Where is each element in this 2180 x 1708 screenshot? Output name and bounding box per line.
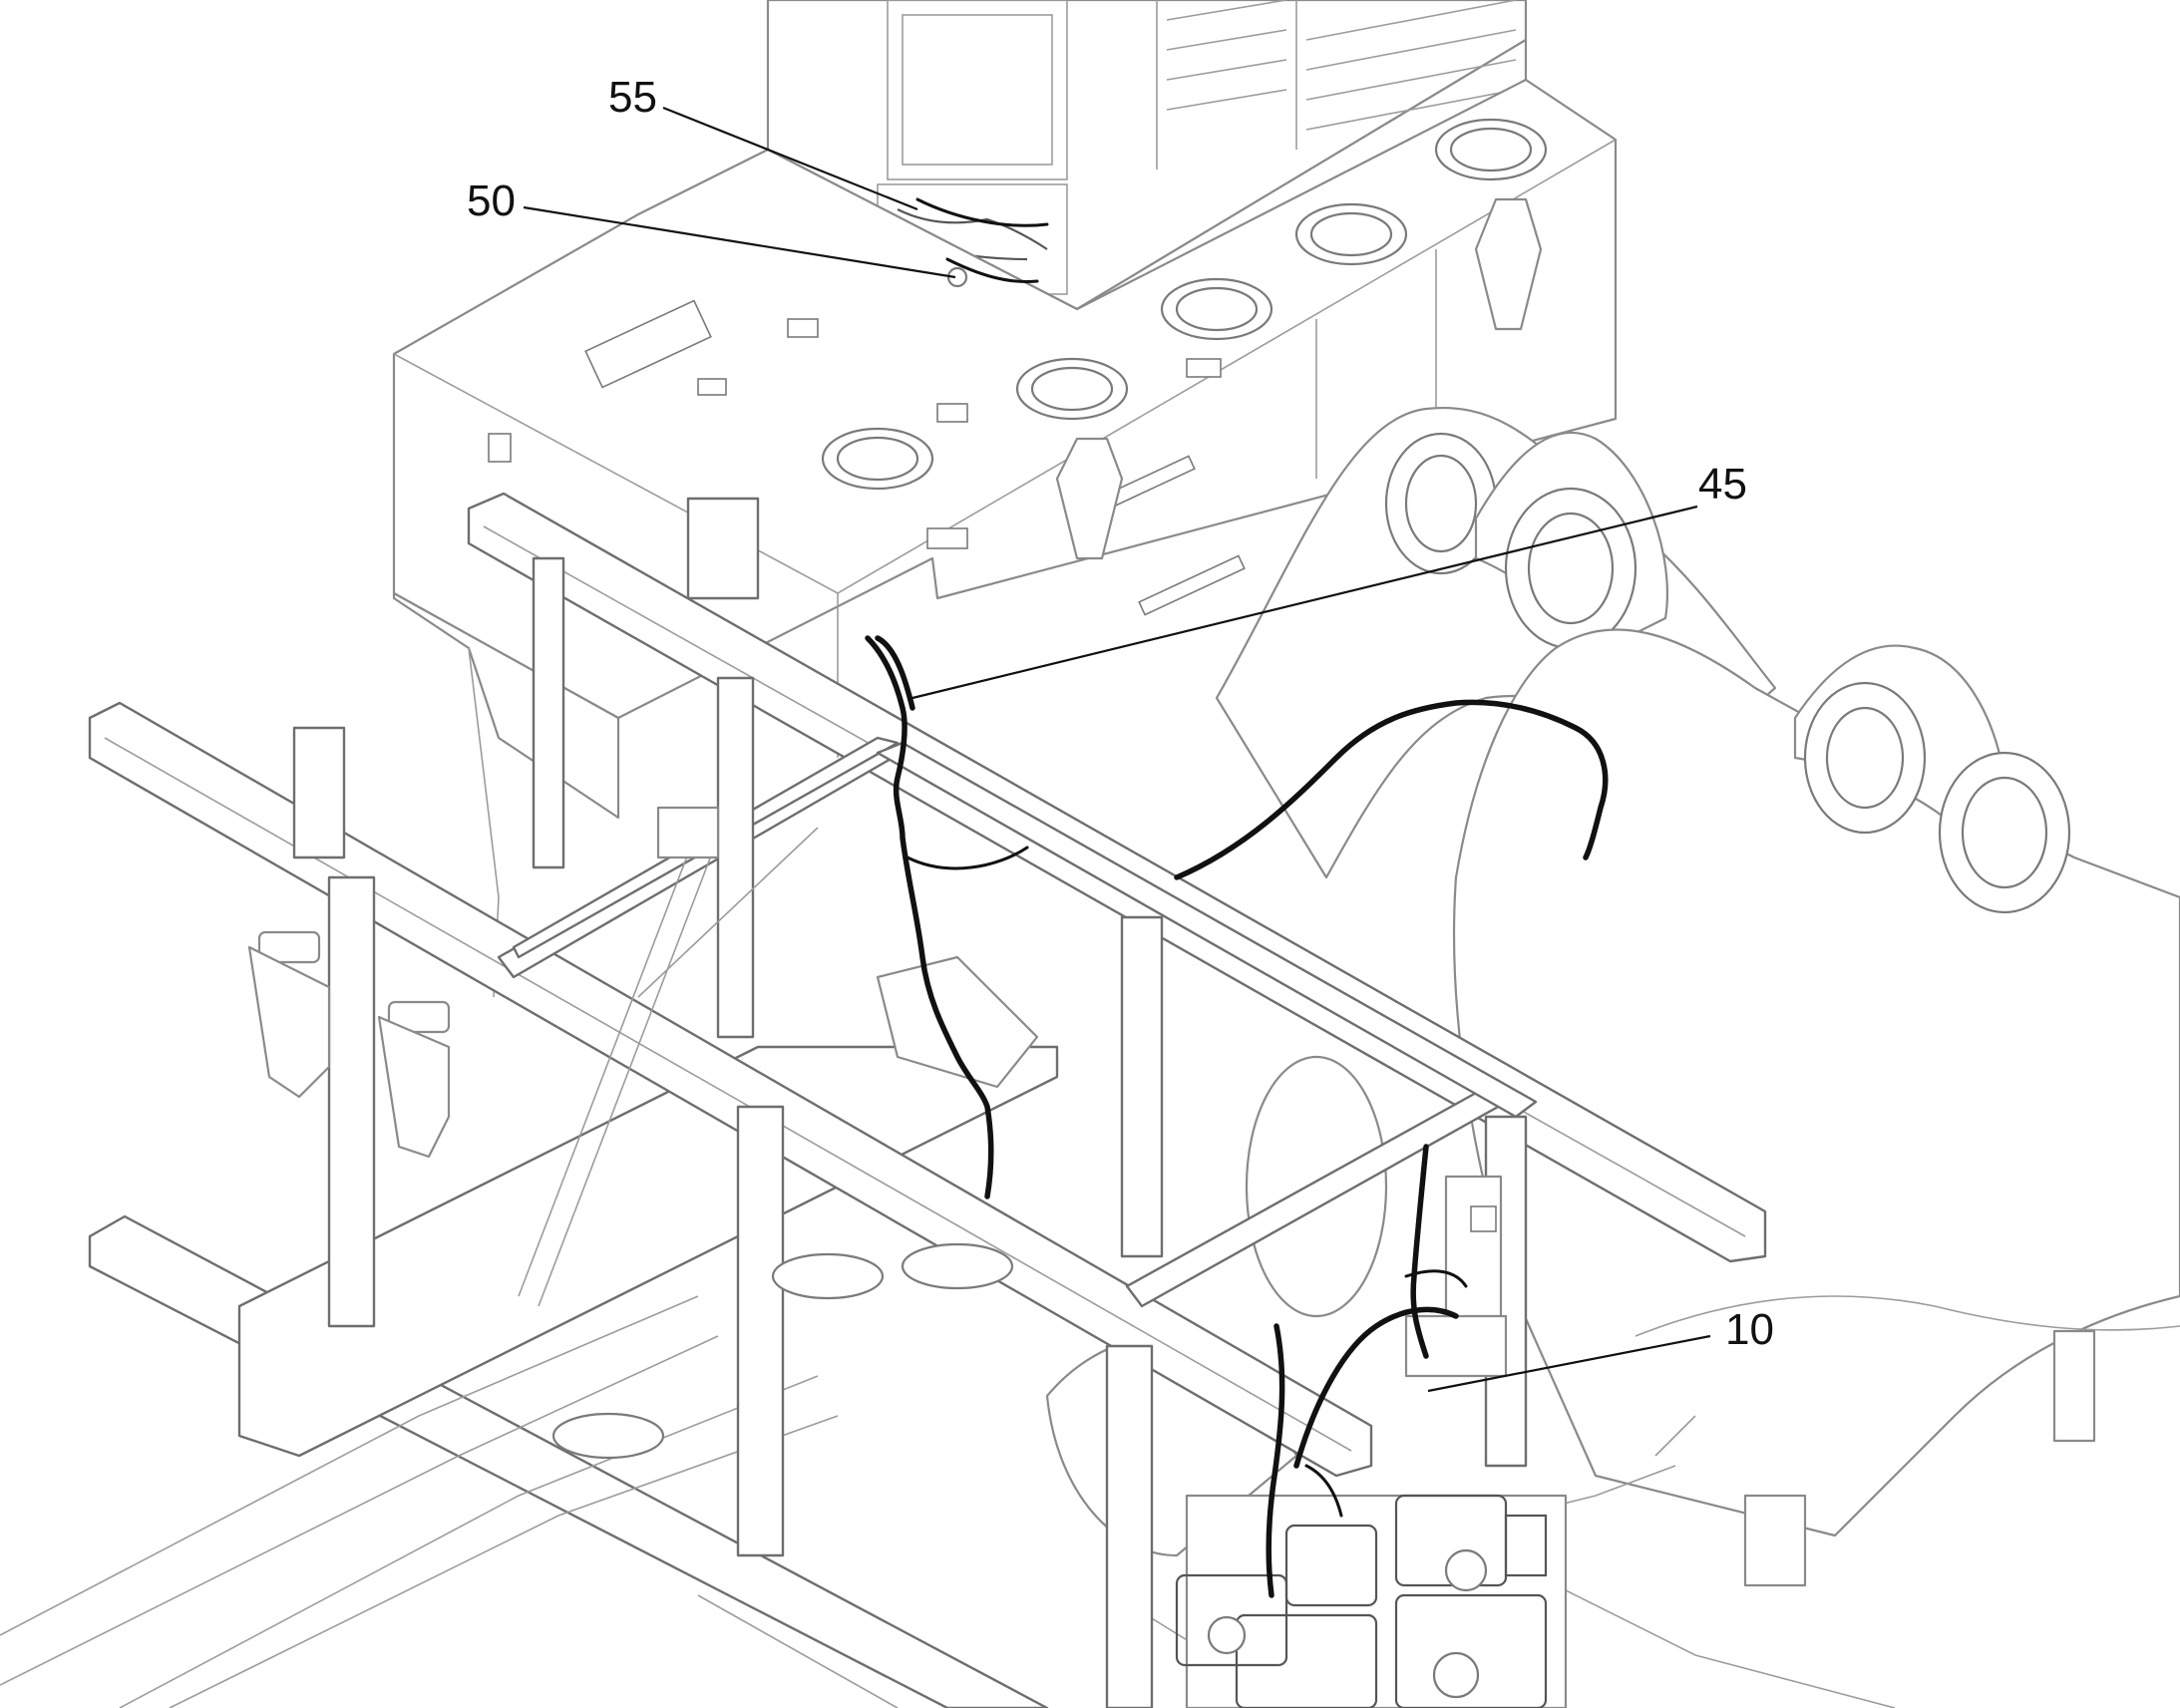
callout-55: 55 <box>608 73 657 122</box>
callout-45: 45 <box>1698 460 1747 509</box>
louver-panel <box>1166 0 1517 131</box>
callout-leaders <box>523 106 1711 1393</box>
filler-caps <box>821 118 1548 491</box>
boom-pedestal <box>1215 406 2180 1587</box>
upper-cabinet <box>766 0 1528 321</box>
wiring-harness-10 <box>1266 1144 1468 1598</box>
leader-50 <box>523 205 956 279</box>
callout-50: 50 <box>467 176 516 225</box>
leader-10 <box>1427 1334 1711 1393</box>
callout-labels: 55 50 45 10 <box>467 73 1774 1354</box>
deck-frame <box>88 492 1767 1708</box>
leader-55 <box>662 106 918 211</box>
callout-10: 10 <box>1725 1305 1774 1354</box>
leader-45 <box>911 505 1698 700</box>
cabinet-harness-50-55 <box>915 197 1049 288</box>
pump-assembly <box>1175 1494 1568 1708</box>
frame-posts <box>292 497 1528 1708</box>
wiring-harness-45 <box>865 635 1609 1199</box>
